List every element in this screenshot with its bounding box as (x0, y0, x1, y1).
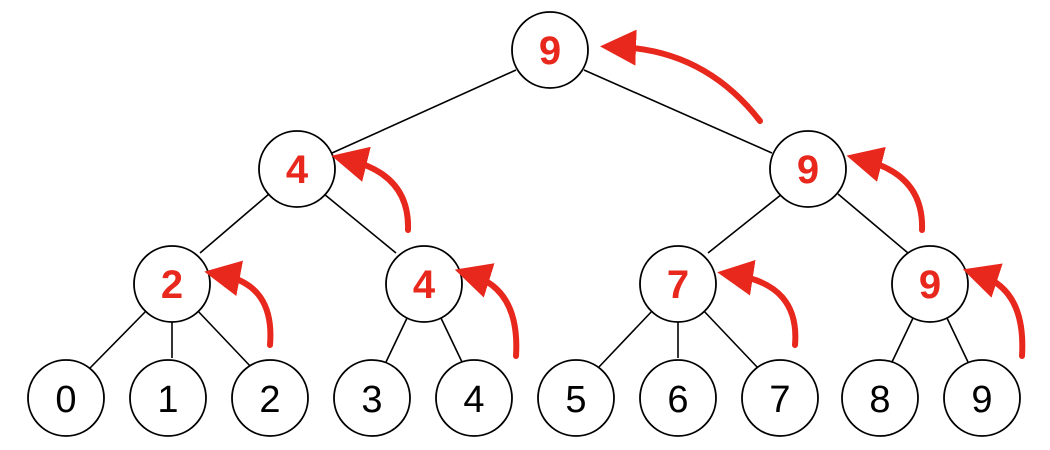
node-level1-right-circle (769, 130, 847, 208)
arrow-level1-left (331, 146, 412, 233)
edge-l1a-l2a (199, 193, 270, 254)
edge-l2c-leaf5 (597, 308, 655, 369)
edge-root-right (583, 69, 773, 154)
leaf-2-circle (231, 359, 309, 437)
edge-l1a-l2b (323, 193, 397, 254)
leaf-3: 3 (333, 359, 411, 437)
leaf-9-label: 9 (971, 379, 992, 421)
arrow-level2-a (204, 260, 274, 348)
node-level2-c: 7 (639, 245, 717, 323)
edge-l2d-leaf9 (945, 315, 969, 363)
leaf-0-label: 0 (55, 379, 76, 421)
arrow-level2-b (454, 263, 520, 359)
leaf-0: 0 (27, 359, 105, 437)
leaf-6-circle (639, 359, 717, 437)
leaf-1: 1 (129, 359, 207, 437)
node-root-circle (511, 11, 589, 89)
edge-l2b-leaf4 (439, 315, 463, 363)
edge-l2c-leaf7 (701, 308, 759, 369)
node-root-label: 9 (539, 29, 561, 73)
node-level2-b-label: 4 (413, 263, 436, 307)
leaf-1-circle (129, 359, 207, 437)
node-level2-a-label: 2 (161, 263, 183, 307)
leaf-8-circle (841, 359, 919, 437)
arrow-level1-right (846, 146, 926, 233)
edge-l2a-leaf2 (195, 308, 253, 369)
propagation-arrows (204, 29, 1026, 359)
leaf-3-circle (333, 359, 411, 437)
edges-group (89, 69, 969, 369)
node-level1-right: 9 (769, 130, 847, 208)
leaf-2-label: 2 (259, 379, 280, 421)
node-level2-b: 4 (385, 245, 463, 323)
leaf-8-label: 8 (869, 379, 890, 421)
leaf-0-circle (27, 359, 105, 437)
leaf-7-label: 7 (769, 379, 790, 421)
leaf-9: 9 (943, 359, 1021, 437)
leaf-2: 2 (231, 359, 309, 437)
leaf-5-label: 5 (565, 379, 586, 421)
edge-l2b-leaf3 (385, 315, 409, 363)
leaf-6-label: 6 (667, 379, 688, 421)
leaf-9-circle (943, 359, 1021, 437)
arrow-root (600, 29, 763, 124)
node-level2-d: 9 (891, 245, 969, 323)
arrow-level2-c (717, 259, 799, 348)
node-level1-left-label: 4 (286, 148, 309, 192)
leaf-6: 6 (639, 359, 717, 437)
leaf-7-circle (741, 359, 819, 437)
edge-l2d-leaf8 (891, 315, 915, 363)
edge-l2a-leaf0 (89, 308, 149, 369)
arrow-level2-d (962, 263, 1026, 359)
leaf-5-circle (537, 359, 615, 437)
leaf-4-circle (435, 359, 513, 437)
leaf-4: 4 (435, 359, 513, 437)
edge-l1b-l2d (837, 193, 909, 254)
node-root: 9 (511, 11, 589, 89)
node-level1-left: 4 (258, 130, 336, 208)
edge-l1b-l2c (707, 193, 783, 254)
node-level2-c-label: 7 (667, 263, 689, 307)
node-level2-c-circle (639, 245, 717, 323)
leaf-4-label: 4 (463, 379, 484, 421)
node-level2-d-label: 9 (919, 263, 941, 307)
leaf-8: 8 (841, 359, 919, 437)
node-level2-a: 2 (133, 245, 211, 323)
edge-root-left (331, 69, 517, 154)
leaf-3-label: 3 (361, 379, 382, 421)
leaf-1-label: 1 (157, 379, 178, 421)
node-level1-right-label: 9 (797, 148, 819, 192)
leaf-7: 7 (741, 359, 819, 437)
leaf-5: 5 (537, 359, 615, 437)
